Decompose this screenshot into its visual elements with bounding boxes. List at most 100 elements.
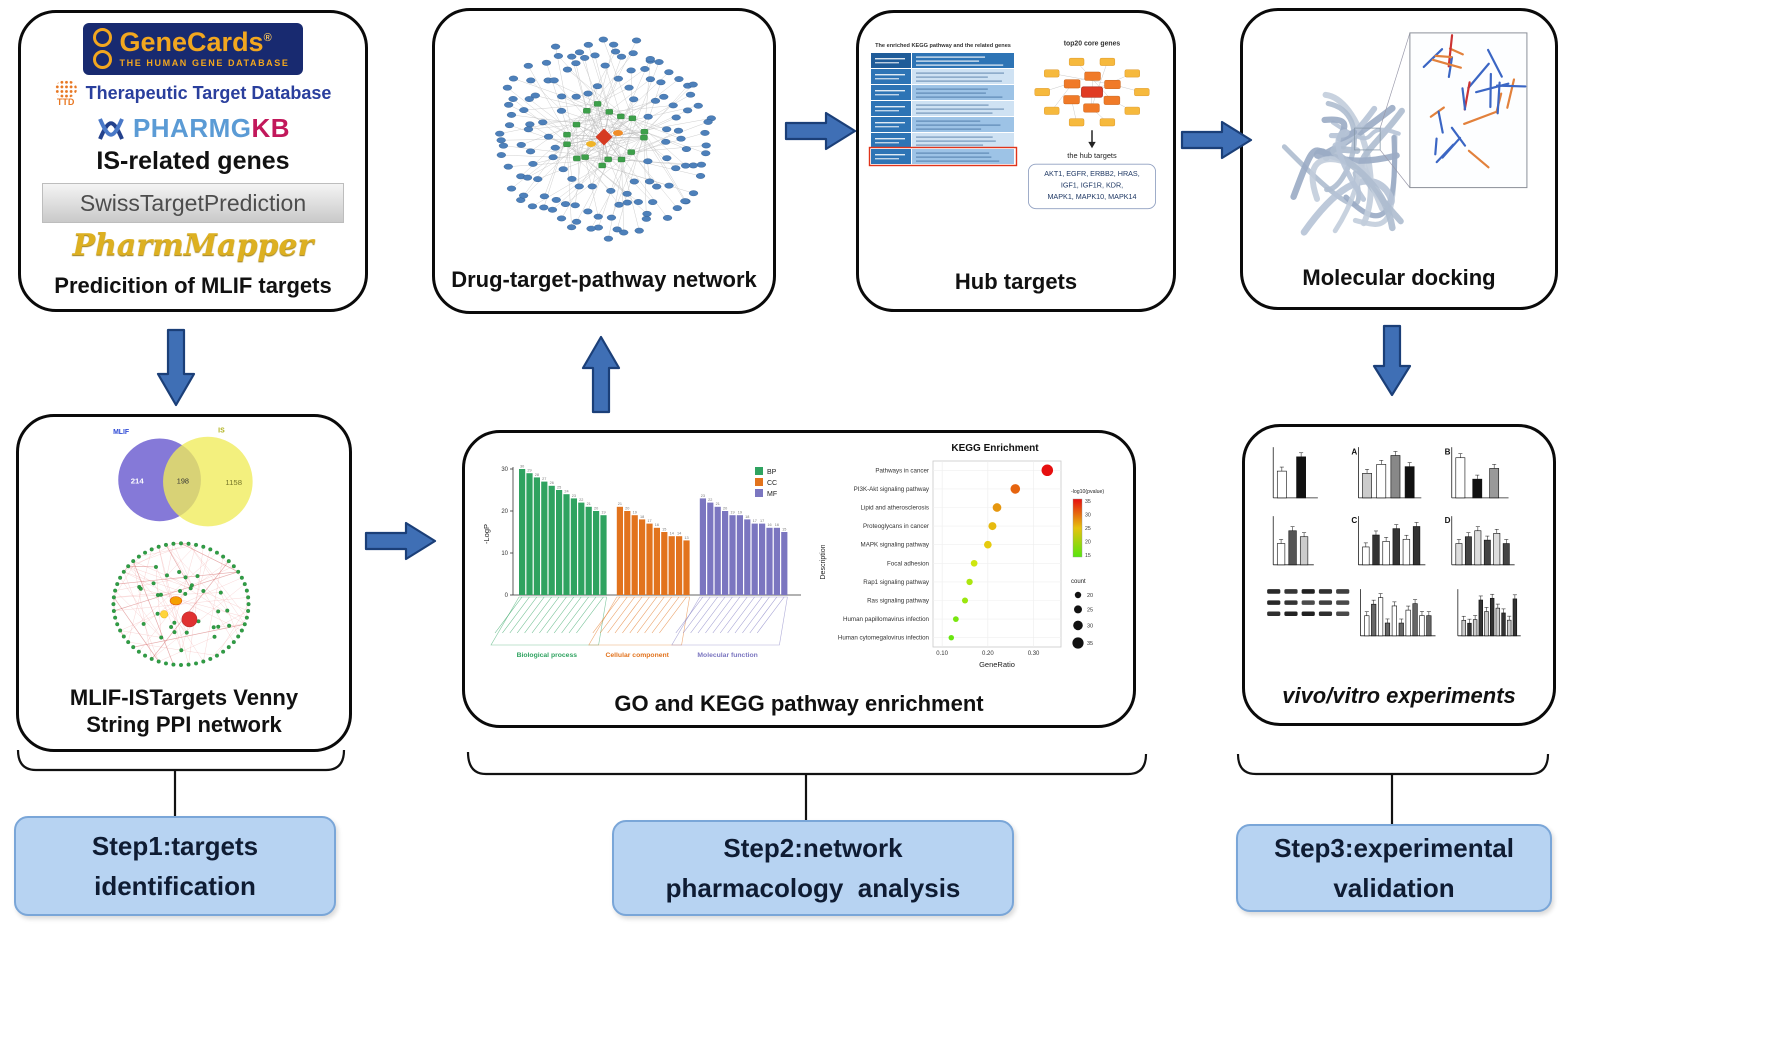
svg-text:25: 25 xyxy=(1087,607,1093,613)
ttd-icon-wrap: TTD xyxy=(54,80,77,107)
svg-text:29: 29 xyxy=(527,469,531,473)
svg-text:20: 20 xyxy=(594,506,598,510)
svg-text:35: 35 xyxy=(1087,641,1093,647)
svg-text:22: 22 xyxy=(708,498,712,502)
svg-text:Description: Description xyxy=(820,544,827,579)
go-bar-chart: 0102030-LogP302928272625242322212019Biol… xyxy=(482,464,801,659)
svg-text:198: 198 xyxy=(177,476,189,485)
step1-line2: identification xyxy=(94,871,256,901)
prediction-caption: Predicition of MLIF targets xyxy=(54,273,332,298)
svg-text:20: 20 xyxy=(1087,593,1093,599)
arrow-down-docking-to-experiments xyxy=(1372,324,1412,397)
svg-text:20: 20 xyxy=(723,506,727,510)
svg-text:21: 21 xyxy=(618,502,622,506)
svg-text:19: 19 xyxy=(730,511,734,515)
svg-text:B: B xyxy=(1445,447,1451,456)
svg-text:27: 27 xyxy=(542,477,546,481)
svg-text:214: 214 xyxy=(131,476,145,485)
svg-text:-LogP: -LogP xyxy=(482,524,491,544)
arrow-up-enrichment-to-dtp xyxy=(581,335,621,414)
genecards-title: GeneCards® xyxy=(120,29,290,56)
brace-step3 xyxy=(1236,753,1550,776)
svg-text:19: 19 xyxy=(601,511,605,515)
step2-line2: pharmacology analysis xyxy=(665,873,961,903)
svg-text:Molecular function: Molecular function xyxy=(697,652,757,659)
svg-text:15: 15 xyxy=(1085,553,1091,559)
svg-text:GeneRatio: GeneRatio xyxy=(979,660,1015,669)
svg-text:top20 core genes: top20 core genes xyxy=(1064,40,1121,47)
svg-text:25: 25 xyxy=(557,485,561,489)
dtp-caption: Drug-target-pathway network xyxy=(451,267,757,292)
svg-text:the hub targets: the hub targets xyxy=(1067,151,1117,160)
pharmmapper-logo: PharmMapper xyxy=(72,228,314,263)
svg-text:17: 17 xyxy=(753,519,757,523)
pharmgkb-seg-red: KB xyxy=(251,113,291,143)
svg-text:25: 25 xyxy=(1085,526,1091,532)
svg-text:0.20: 0.20 xyxy=(982,651,994,657)
svg-text:IS: IS xyxy=(218,427,225,434)
venn-caption-line2: String PPI network xyxy=(86,712,282,738)
svg-text:20: 20 xyxy=(1085,540,1091,546)
step2-line1: Step2:network xyxy=(723,832,903,863)
svg-text:Human cytomegalovirus infectio: Human cytomegalovirus infection xyxy=(838,635,930,642)
pharmgkb-text: PHARMGKB xyxy=(133,113,290,144)
brace-step1 xyxy=(16,749,346,772)
ppi-network-graphic xyxy=(111,541,251,667)
svg-text:D: D xyxy=(1445,516,1451,525)
svg-text:AKT1, EGFR, ERBB2, HRAS,: AKT1, EGFR, ERBB2, HRAS, xyxy=(1044,169,1139,178)
step2-box: Step2:network pharmacology analysis xyxy=(612,820,1014,916)
svg-text:14: 14 xyxy=(677,532,681,536)
ttd-dots-icon xyxy=(54,80,77,98)
svg-text:Proteoglycans in cancer: Proteoglycans in cancer xyxy=(863,523,929,530)
genecards-coin-icon xyxy=(92,28,112,47)
svg-text:35: 35 xyxy=(1085,499,1091,505)
svg-text:17: 17 xyxy=(760,519,764,523)
svg-text:18: 18 xyxy=(640,515,644,519)
svg-text:MF: MF xyxy=(767,491,777,498)
panel-hub-targets: The enriched KEGG pathway and the relate… xyxy=(856,10,1176,312)
genecards-title-text: GeneCards xyxy=(119,27,264,57)
ttd-name: Therapeutic Target Database xyxy=(85,83,332,103)
panel-molecular-docking: Molecular docking xyxy=(1240,8,1558,310)
svg-text:30: 30 xyxy=(520,464,524,468)
pharmgkb-ribbon-icon xyxy=(98,117,124,140)
genecards-subtitle: THE HUMAN GENE DATABASE xyxy=(119,58,290,68)
svg-text:17: 17 xyxy=(647,519,651,523)
svg-text:Biological process: Biological process xyxy=(517,652,578,659)
svg-text:24: 24 xyxy=(564,490,568,494)
svg-text:Cellular component: Cellular component xyxy=(605,652,669,659)
svg-text:22: 22 xyxy=(579,498,583,502)
svg-text:19: 19 xyxy=(738,511,742,515)
svg-text:16: 16 xyxy=(775,523,779,527)
svg-text:0.10: 0.10 xyxy=(936,651,948,657)
pharmgkb-seg-blue: PHARMG xyxy=(132,113,252,143)
svg-text:15: 15 xyxy=(662,527,666,531)
docking-graphic xyxy=(1281,32,1528,236)
arrow-down-prediction-to-venn xyxy=(156,328,196,407)
svg-text:23: 23 xyxy=(701,494,705,498)
panel-dtp-network: Drug-target-pathway network xyxy=(432,8,776,314)
svg-text:20: 20 xyxy=(625,506,629,510)
svg-text:Rap1 signaling pathway: Rap1 signaling pathway xyxy=(863,579,930,586)
arrow-right-dtp-to-hub xyxy=(784,111,857,151)
hub-caption: Hub targets xyxy=(954,269,1078,294)
svg-text:20: 20 xyxy=(501,509,508,515)
kegg-table-graphic: The enriched KEGG pathway and the relate… xyxy=(868,43,1018,167)
experiments-caption: vivo/vitro experiments xyxy=(1282,683,1516,708)
ttd-abbr: TTD xyxy=(56,97,75,107)
step3-box: Step3:experimental validation xyxy=(1236,824,1552,912)
svg-text:KEGG Enrichment: KEGG Enrichment xyxy=(951,443,1039,454)
svg-text:26: 26 xyxy=(550,481,554,485)
svg-text:Focal adhesion: Focal adhesion xyxy=(887,560,930,567)
genecards-logo: GeneCards® THE HUMAN GENE DATABASE xyxy=(82,23,304,75)
brace-step2 xyxy=(466,751,1148,776)
svg-text:16: 16 xyxy=(655,523,659,527)
svg-text:15: 15 xyxy=(782,527,786,531)
ttd-logo: TTD Therapeutic Target Database xyxy=(54,80,332,107)
step1-box: Step1:targets identification xyxy=(14,816,336,916)
